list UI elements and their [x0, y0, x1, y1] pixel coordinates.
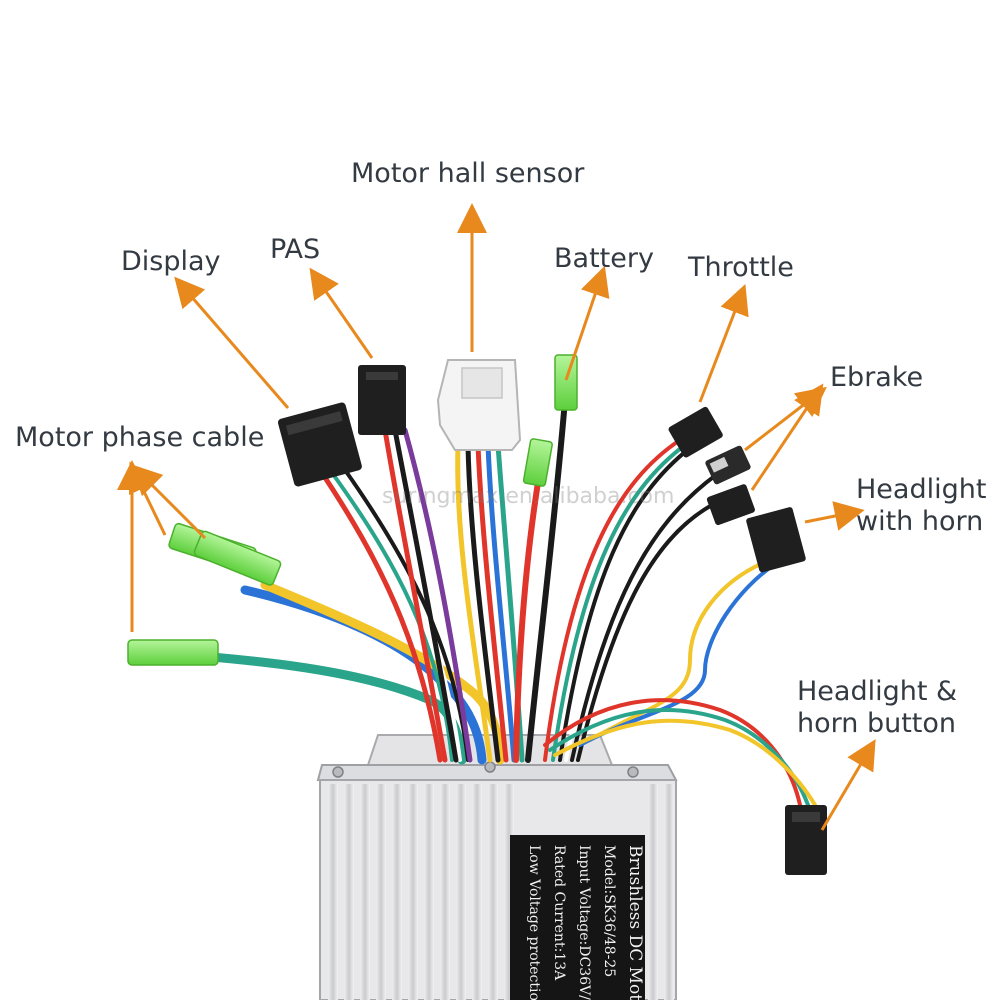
heat-sink-fin	[648, 784, 658, 1000]
label-ebrake: Ebrake	[830, 362, 924, 393]
arrow-motor-phase-3	[131, 464, 207, 540]
nameplate-line: Input Voltage:DC36V/48V	[576, 845, 592, 1000]
headlight-connector	[746, 507, 806, 573]
hall-sensor-connector	[436, 359, 522, 451]
label-motor-hall-sensor: Motor hall sensor	[351, 158, 585, 189]
arrow-ebrake-2	[750, 383, 824, 491]
ebrake-connector-1	[705, 445, 751, 485]
pas-connector	[358, 365, 406, 435]
battery-insulator-positive	[554, 354, 578, 411]
watermark: suringmax.en.alibaba.com	[382, 484, 675, 509]
battery-insulator-negative	[522, 438, 553, 487]
heat-sink-fin	[376, 784, 386, 1000]
heat-sink-fin	[440, 784, 450, 1000]
nameplate-line: Rated Current:13A	[551, 845, 567, 981]
heat-sink-fin	[504, 784, 514, 1000]
heat-sink-fins	[328, 784, 674, 1000]
label-headlight-horn-button: Headlight & horn button	[797, 676, 957, 740]
throttle-connector	[668, 406, 723, 458]
arrow-battery	[564, 265, 610, 381]
label-headlight-with-horn-line-2: with horn	[856, 506, 984, 537]
arrows	[117, 203, 876, 831]
display-connector	[277, 402, 362, 487]
phase-insulator-green	[127, 639, 219, 666]
heat-sink-fin	[408, 784, 418, 1000]
label-display: Display	[121, 246, 221, 277]
label-headlight-horn-button-line-2: horn button	[797, 708, 957, 739]
nameplate-line: Brushless DC Motor	[625, 845, 645, 1000]
arrow-ebrake-1	[744, 386, 827, 452]
label-motor-phase-cable: Motor phase cable	[15, 422, 265, 453]
arrow-headlight-with-horn	[804, 501, 865, 531]
heat-sink-fin	[456, 784, 466, 1000]
arrow-throttle	[698, 283, 749, 403]
horn-button-connector	[785, 805, 827, 875]
nameplate-line: Model:SK36/48-25	[601, 845, 617, 977]
heat-sink-fin	[472, 784, 482, 1000]
label-throttle: Throttle	[688, 252, 794, 283]
phase-insulator-yellow	[193, 530, 282, 586]
heat-sink-fin	[328, 784, 338, 1000]
nameplate: Brushless DC Motor Model:SK36/48-25 Input …	[510, 835, 645, 1000]
label-headlight-horn-button-line-1: Headlight &	[797, 676, 958, 707]
arrow-pas	[309, 267, 374, 359]
arrow-display	[174, 276, 290, 409]
heat-sink-fin	[344, 784, 354, 1000]
connectors	[127, 354, 827, 875]
heat-sink-fin	[488, 784, 498, 1000]
heat-sink-fin	[664, 784, 674, 1000]
label-battery: Battery	[554, 243, 654, 274]
nameplate-line: Low Voltage protection:DC3	[526, 845, 542, 1000]
label-headlight-with-horn-line-1: Headlight	[856, 474, 987, 505]
controller-housing: Brushless DC Motor Model:SK36/48-25 Input …	[316, 734, 678, 1000]
arrow-headlight-horn-button	[820, 739, 876, 831]
label-headlight-with-horn: Headlight with horn	[856, 474, 986, 538]
wires	[145, 397, 817, 807]
heat-sink-fin	[392, 784, 402, 1000]
label-pas: PAS	[270, 234, 321, 265]
ebrake-connector-2	[706, 484, 755, 526]
heat-sink-fin	[424, 784, 434, 1000]
heat-sink-fin	[360, 784, 370, 1000]
